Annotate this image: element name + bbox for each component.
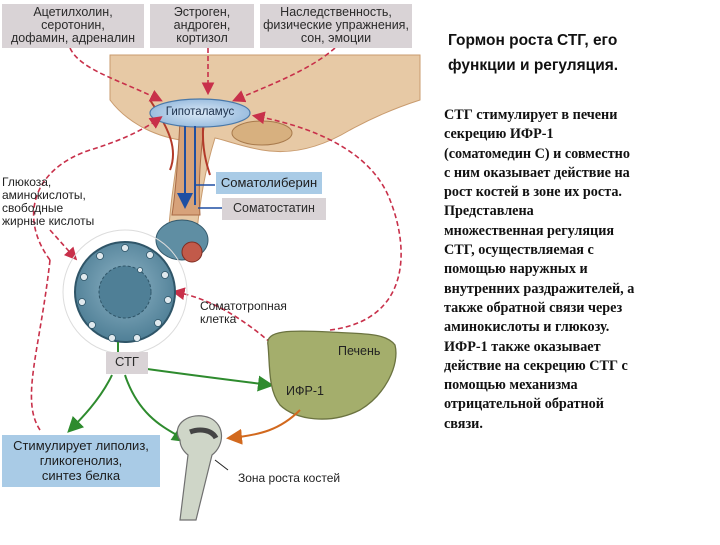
hypothalamus-oval (149, 98, 251, 128)
regulation-diagram: Ацетилхолин, серотонин, дофамин, адренал… (2, 4, 421, 521)
somatostatin-box: Соматостатин (222, 198, 326, 220)
external-factors-box: Наследственность, физические упражнения,… (260, 4, 412, 48)
igf1-label: ИФР-1 (286, 384, 324, 398)
slide-title: Гормон роста СТГ, его функции и регуляци… (448, 32, 619, 74)
diagram-illustration (30, 47, 421, 521)
liver-shape (267, 330, 397, 420)
liver-label: Печень (338, 344, 381, 358)
nutrients-label: Глюкоза, аминокислоты, свободные жирные … (2, 175, 95, 228)
sex-hormones-box: Эстроген, андроген, кортизол (150, 4, 254, 48)
somatoliberin-box: Соматолиберин (216, 172, 322, 194)
hypothalamus-label: Гипоталамус (165, 106, 235, 118)
somatotroph-label: Соматотропная клетка (200, 299, 287, 326)
growth-zone-label: Зона роста костей (238, 471, 341, 485)
optic-chiasm (231, 120, 293, 146)
slide-body-text: СТГ стимулирует в печени секрецию ИФР-1 … (444, 107, 635, 432)
neurotransmitters-box: Ацетилхолин, серотонин, дофамин, адренал… (2, 4, 144, 48)
stg-box: СТГ (106, 352, 148, 374)
pituitary-stalk (171, 119, 206, 216)
bone-shape (176, 415, 223, 521)
effects-box: Стимулирует липолиз, гликогенолиз, синте… (2, 435, 160, 487)
